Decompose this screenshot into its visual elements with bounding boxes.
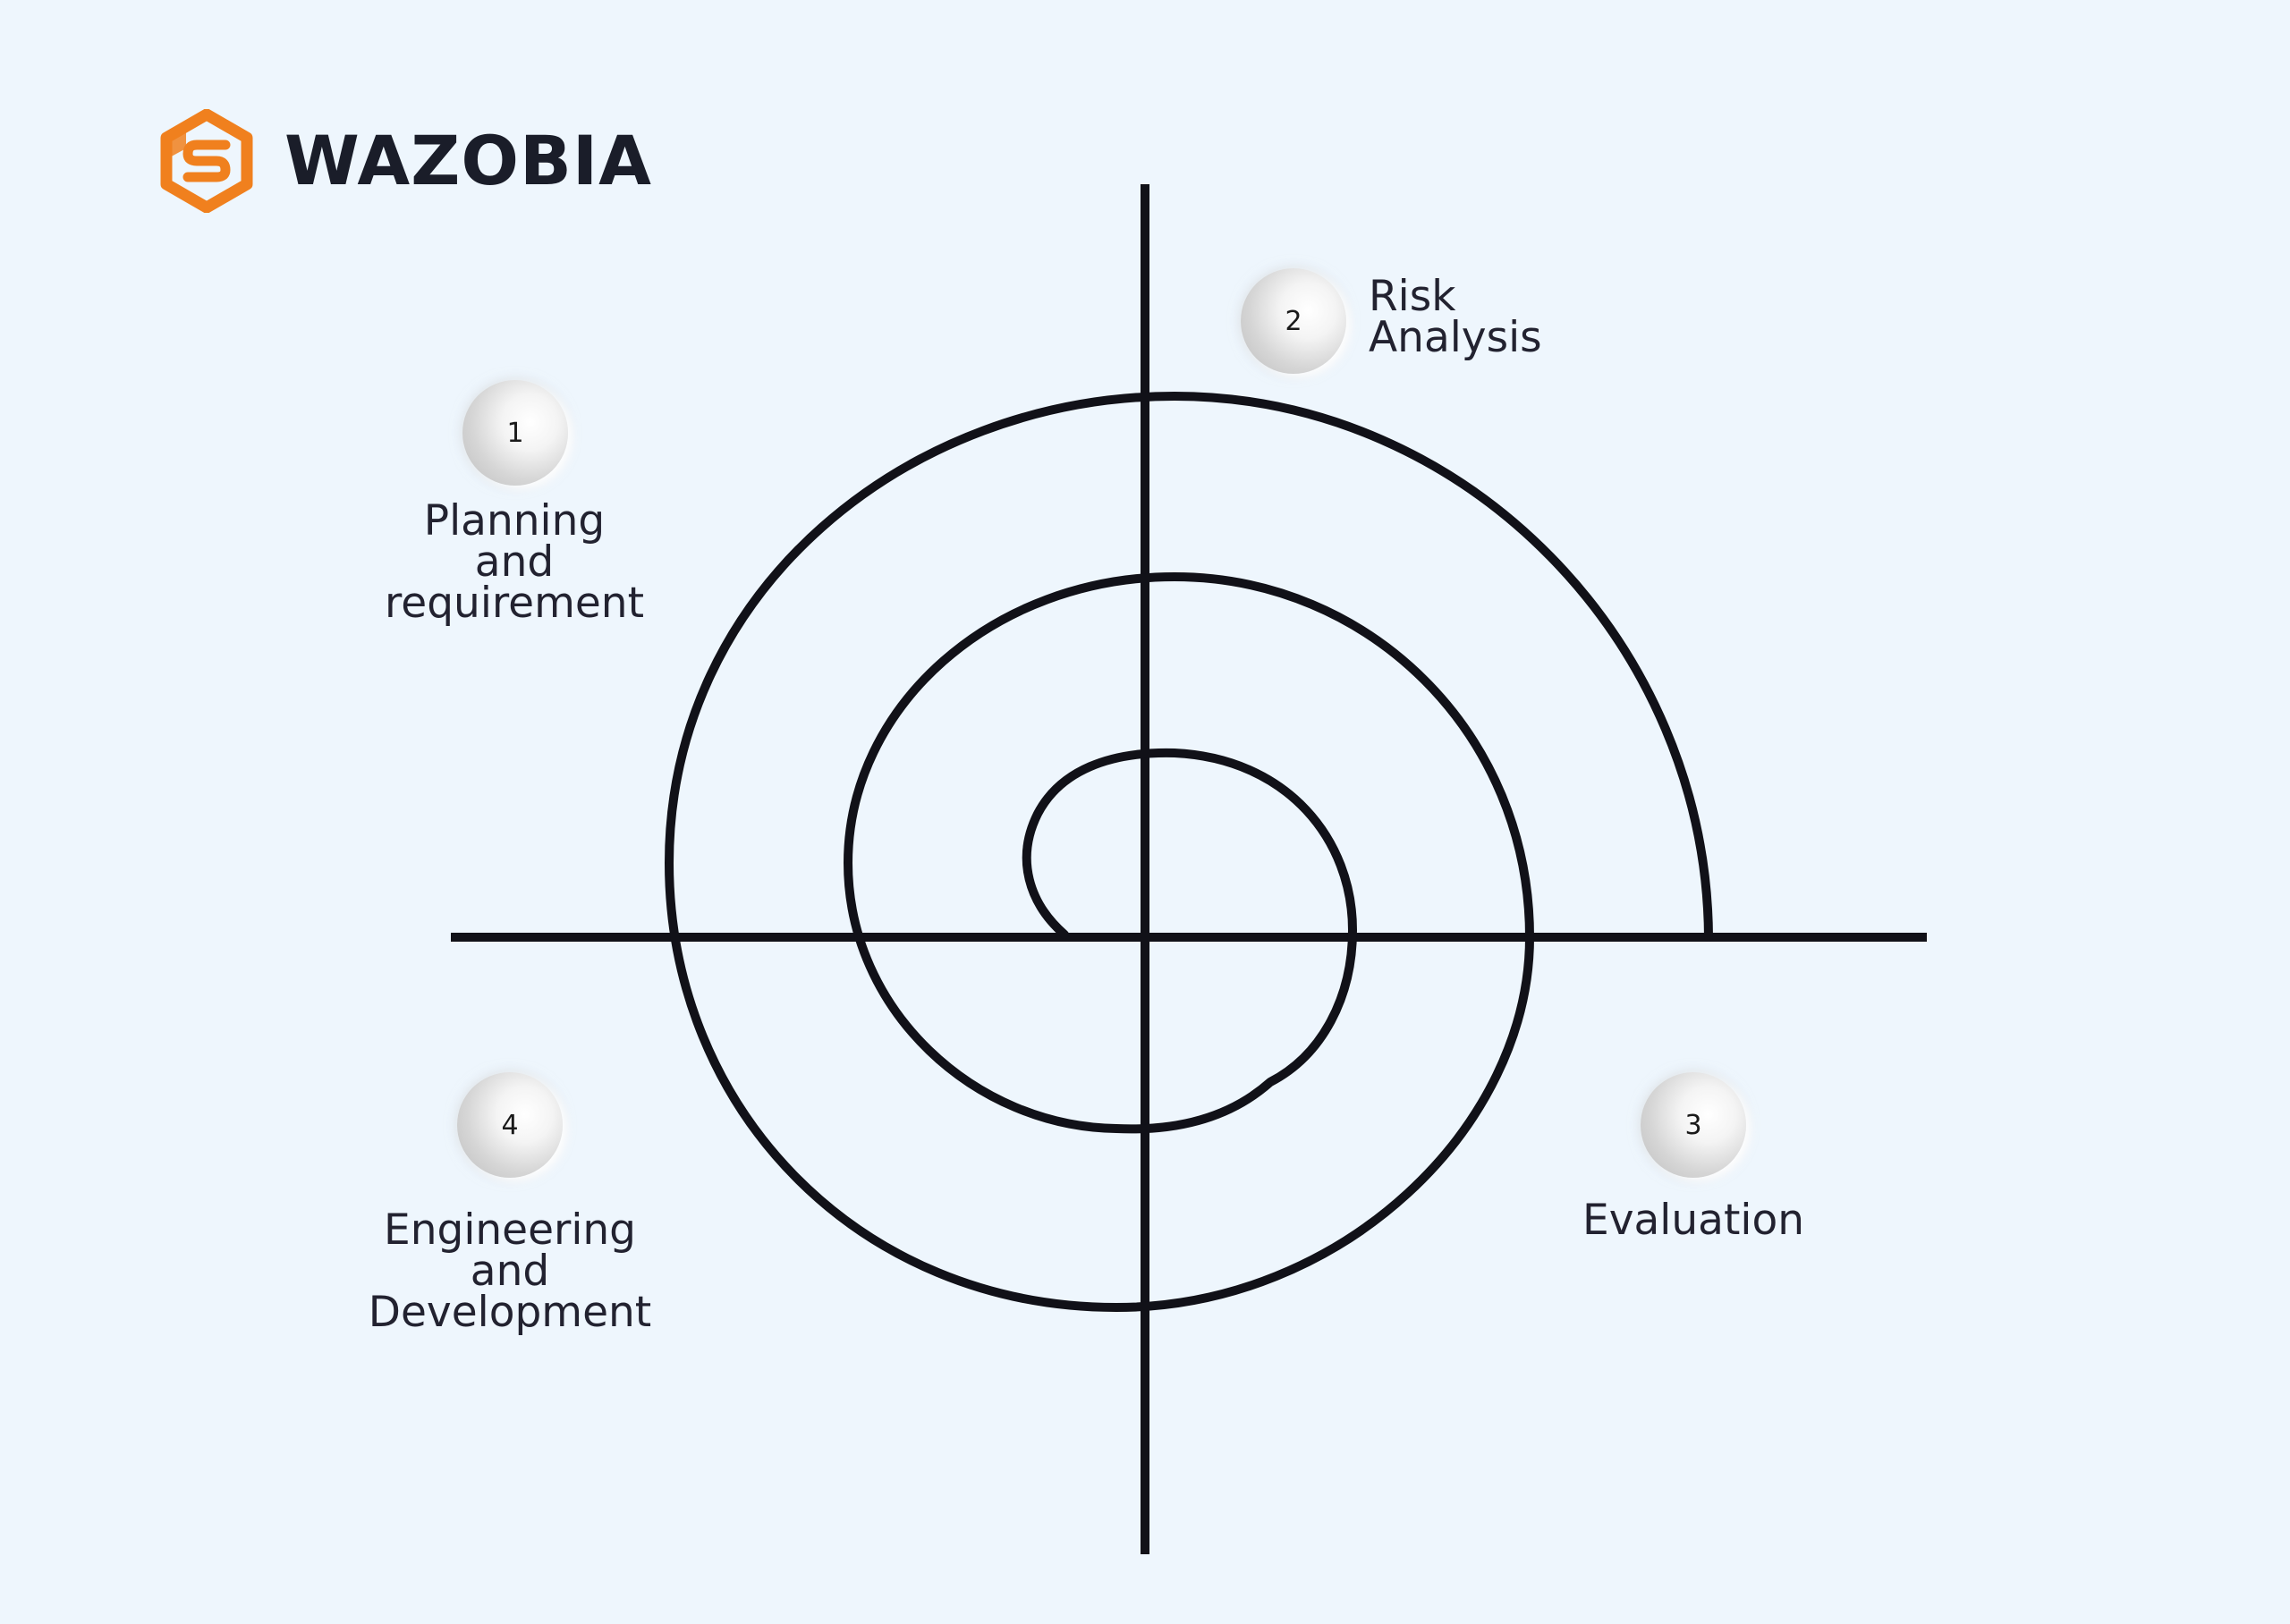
stage-3-number: 3 bbox=[1684, 1109, 1702, 1141]
stage-1-number: 1 bbox=[506, 417, 524, 449]
brand-name: WAZOBIA bbox=[284, 121, 652, 200]
stage-4-label: Engineering and Development bbox=[368, 1205, 652, 1337]
stage-2-badge: 2 bbox=[1241, 268, 1346, 374]
stage-1-label: Planning and requirement bbox=[384, 496, 644, 628]
stage-3-badge: 3 bbox=[1641, 1072, 1746, 1178]
stage-1-badge: 1 bbox=[462, 380, 568, 486]
stage-4-number: 4 bbox=[501, 1109, 519, 1141]
stage-3-label: Evaluation bbox=[1582, 1196, 1804, 1245]
hexagon-s-logo-icon bbox=[160, 109, 253, 213]
stage-2-number: 2 bbox=[1285, 305, 1302, 337]
brand-logo: WAZOBIA bbox=[159, 106, 652, 216]
spiral-path bbox=[665, 392, 1713, 1312]
stage-2-label: Risk Analysis bbox=[1369, 272, 1542, 362]
stage-4-badge: 4 bbox=[457, 1072, 563, 1178]
